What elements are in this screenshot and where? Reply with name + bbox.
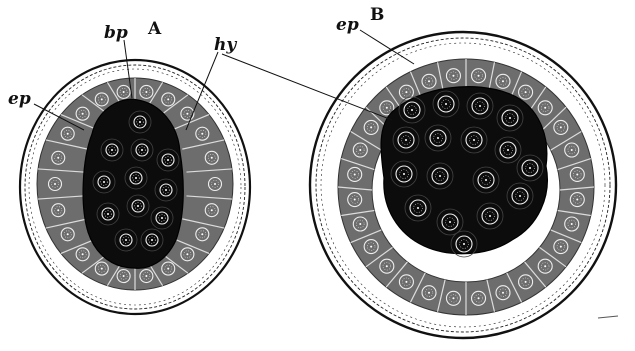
panel-b-hypoblast-mass (381, 87, 547, 257)
label-hy: hy (214, 35, 237, 55)
label-ep-b: ep (336, 15, 359, 35)
leader-hy-b (222, 54, 392, 120)
panel-a-hypoblast-mass (83, 99, 183, 268)
labels: bp A hy ep ep B (8, 5, 384, 109)
panel-letter-a: A (147, 19, 162, 39)
stray-mark (598, 316, 618, 318)
panel-letter-b: B (370, 5, 384, 25)
label-bp: bp (104, 23, 128, 43)
panel-b (310, 32, 618, 338)
panel-a (20, 60, 250, 314)
label-ep-a: ep (8, 89, 31, 109)
